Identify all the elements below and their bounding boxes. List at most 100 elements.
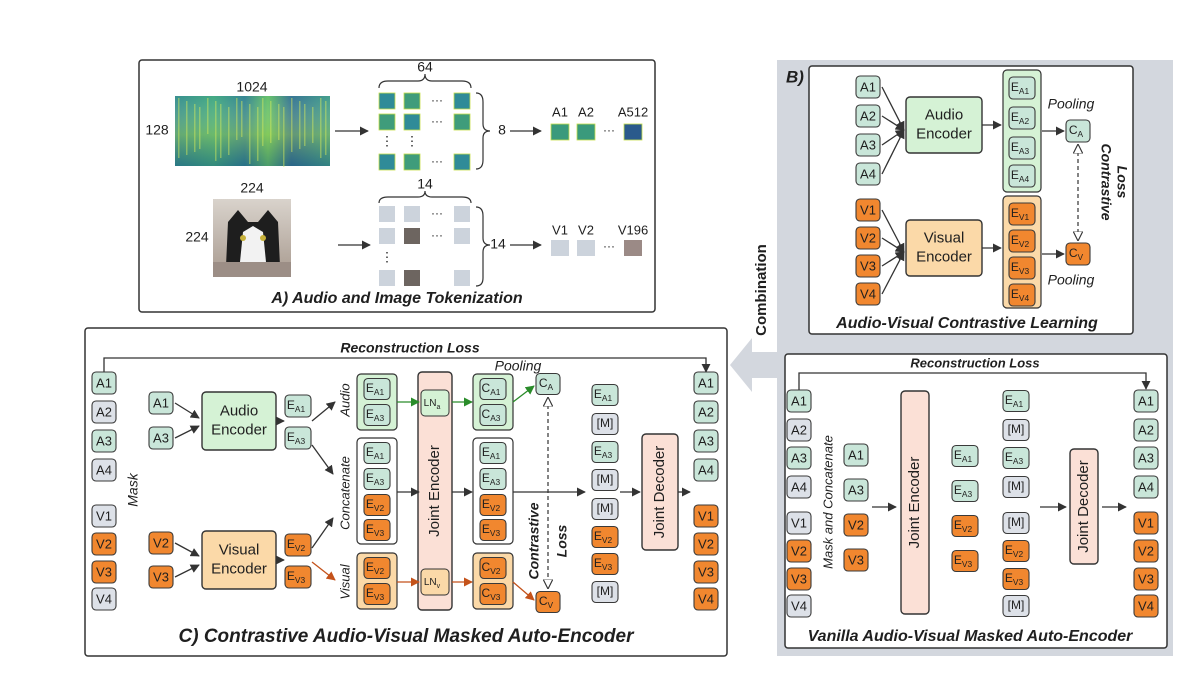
c-input-V1-box — [91, 504, 117, 528]
c-output-V4: V4 — [698, 591, 714, 606]
c-input-V4-box — [91, 587, 117, 611]
c-dec-in-0: EA1 — [594, 387, 613, 403]
c-visual-emb-0: EV2 — [287, 537, 306, 553]
visual-token-label: V1 — [552, 222, 568, 237]
c-out-audio-0: CA1 — [482, 381, 501, 397]
d-enc-out-3: EV3 — [954, 553, 973, 569]
c-branch-visual: Visual — [337, 563, 352, 599]
image-patch — [379, 270, 395, 286]
c-branch-arrow — [311, 401, 336, 422]
c-output-A2: A2 — [698, 404, 714, 419]
c-concat-3: EV3 — [366, 522, 385, 538]
d-input-A4: A4 — [791, 479, 807, 494]
d-input-A3: A3 — [791, 450, 807, 465]
c-dec-in-6: EV3 — [594, 556, 613, 572]
c-output-A4-box — [693, 458, 719, 482]
audio-patch — [378, 113, 396, 131]
panel-a-title: A) Audio and Image Tokenization — [270, 290, 522, 307]
c-dec-in-2: EA3 — [594, 444, 613, 460]
spectrogram-streak — [228, 107, 230, 155]
rows-brace — [475, 92, 491, 170]
c-g-visual-0: EV2 — [366, 560, 385, 576]
c-input-V3: V3 — [96, 564, 112, 579]
c-concat-group — [356, 437, 398, 545]
c-dec-in-3: [M] — [597, 472, 614, 486]
c-out-concat-0-box — [479, 441, 507, 465]
spectrogram-streak — [236, 98, 238, 140]
b-input-A3: A3 — [860, 137, 876, 152]
c-dec-in-3-box — [591, 468, 619, 492]
d-output-V3-box — [1133, 567, 1159, 591]
token-ellipsis: ··· — [603, 239, 615, 253]
panel-d-title: Vanilla Audio-Visual Masked Auto-Encoder — [808, 628, 1134, 645]
c-g-audio-0: EA1 — [366, 381, 385, 397]
b-pooling-top: Pooling — [1048, 96, 1095, 112]
panel-c-title: C) Contrastive Audio-Visual Masked Auto-… — [179, 626, 636, 647]
image-patch — [454, 206, 470, 222]
d-dec-in-7-box — [1002, 594, 1030, 618]
audio-token-patch — [576, 123, 596, 141]
c-out-concat-1-box — [479, 467, 507, 491]
b-audio-emb-1: EA2 — [1011, 110, 1030, 126]
c-output-A2-box — [693, 400, 719, 424]
spectrogram-streak — [325, 101, 327, 155]
c-branch-audio: Audio — [337, 383, 352, 417]
d-dec-in-3: [M] — [1008, 479, 1025, 493]
d-output-V1-box — [1133, 511, 1159, 535]
c-kept-A3-box — [148, 426, 174, 450]
d-dec-in-1: [M] — [1008, 422, 1025, 436]
c-dec-in-7: [M] — [597, 584, 614, 598]
spectrogram-shading — [175, 96, 330, 166]
spec-width-label: 1024 — [236, 79, 267, 95]
d-kept-V3: V3 — [848, 552, 864, 567]
cols-brace — [378, 73, 472, 89]
d-output-A3-box — [1133, 446, 1159, 470]
spectrogram-streak — [262, 98, 264, 146]
c-dec-in-6-box — [591, 552, 619, 576]
audio-token-patch — [550, 123, 570, 141]
b-visual-input-arrow — [881, 251, 905, 295]
patch-ellipsis: ··· — [431, 228, 443, 242]
c-input-A2-box — [91, 400, 117, 424]
b-audio-emb-0-box — [1008, 76, 1036, 100]
spectrogram-streak — [186, 101, 188, 155]
c-kept-V2: V2 — [153, 535, 169, 550]
b-input-V1: V1 — [860, 202, 876, 217]
image-patch — [404, 270, 420, 286]
b-cv-box — [1065, 242, 1091, 266]
cat-blanket — [213, 262, 291, 277]
audio-token-label: A512 — [618, 104, 648, 119]
d-kept-A1-box — [843, 443, 869, 467]
c-visual-emb-1-box — [284, 565, 312, 589]
patch-rows-label: 8 — [498, 122, 506, 138]
c-kept-arrow — [174, 425, 200, 439]
spectrogram-streak — [299, 101, 301, 149]
c-joint-encoder-label: Joint Encoder — [426, 445, 443, 537]
d-input-V1-box — [786, 511, 812, 535]
c-loss-label: Loss — [554, 524, 570, 557]
c-recon-label: Reconstruction Loss — [340, 340, 479, 356]
d-dec-in-2-box — [1002, 446, 1030, 470]
b-audio-emb-3-box — [1008, 164, 1036, 188]
c-g-visual-1: EV3 — [366, 586, 385, 602]
d-dec-in-5: EV2 — [1005, 543, 1024, 559]
audio-token-patch — [623, 123, 643, 141]
spectrogram-streak — [220, 104, 222, 158]
image-patch — [404, 228, 420, 244]
c-kept-V3: V3 — [153, 569, 169, 584]
cat-eye — [260, 235, 266, 241]
img-rows-label: 14 — [490, 236, 506, 252]
d-kept-V3-box — [843, 548, 869, 572]
c-out-audio-1: CA3 — [482, 407, 501, 423]
d-enc-out-0-box — [951, 444, 979, 468]
d-output-V4-box — [1133, 594, 1159, 618]
c-input-A2: A2 — [96, 404, 112, 419]
image-patch — [379, 206, 395, 222]
panel-b-label: B) — [786, 67, 804, 86]
b-visual-encoder-label-0: Visual — [924, 229, 965, 246]
c-g-audio-0-box — [363, 377, 391, 401]
d-joint-encoder-box — [900, 390, 930, 615]
b-input-V3-box — [855, 254, 881, 278]
combination-label: Combination — [753, 244, 770, 336]
d-output-A2-box — [1133, 418, 1159, 442]
